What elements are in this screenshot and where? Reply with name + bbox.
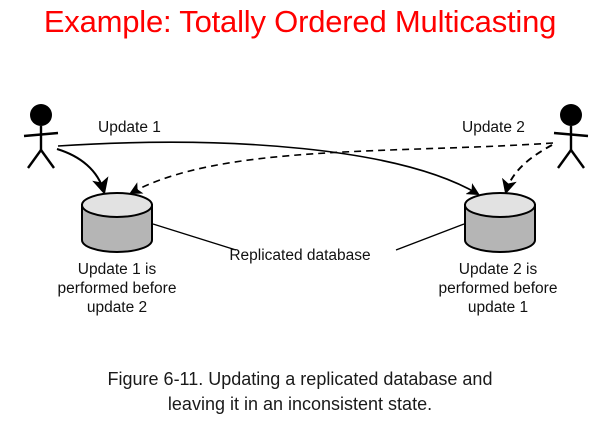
figure-caption: Figure 6-11. Updating a replicated datab…: [0, 367, 600, 417]
message-label-update-1: Update 1: [98, 119, 161, 136]
caption-line: update 2: [86, 299, 148, 316]
caption-line: Update 1 is: [77, 261, 157, 278]
database-caption-right: Update 2 is performed before update 1: [408, 260, 588, 317]
message-arrow-update-1-to-right-db: [57, 141, 480, 196]
replicated-database-label: Replicated database: [229, 247, 371, 264]
diagram-figure: Update 1 Update 2 Replicated database Up…: [0, 92, 600, 332]
caption-line: performed before: [57, 280, 177, 297]
caption-line: update 1: [467, 299, 529, 316]
stick-figure-right: [553, 104, 589, 169]
figure-caption-line-1: Figure 6-11. Updating a replicated datab…: [107, 369, 493, 389]
message-arrow-update-2-to-right-db: [502, 144, 553, 195]
figure-caption-line-2: leaving it in an inconsistent state.: [167, 394, 433, 414]
caption-line: Update 2 is: [458, 261, 538, 278]
database-cylinder-left: [81, 192, 153, 253]
leader-line-right-db: [395, 223, 465, 251]
database-cylinder-right: [464, 192, 536, 253]
page-title: Example: Totally Ordered Multicasting: [43, 4, 557, 39]
message-arrow-update-1-to-left-db: [56, 147, 109, 195]
caption-line: performed before: [438, 280, 558, 297]
message-label-update-2: Update 2: [462, 119, 525, 136]
diagram-svg: [23, 104, 589, 253]
message-arrow-update-2-to-left-db: [129, 142, 554, 195]
database-caption-left: Update 1 is performed before update 2: [27, 260, 207, 317]
stick-figure-left: [23, 104, 59, 169]
leader-line-left-db: [152, 223, 237, 251]
